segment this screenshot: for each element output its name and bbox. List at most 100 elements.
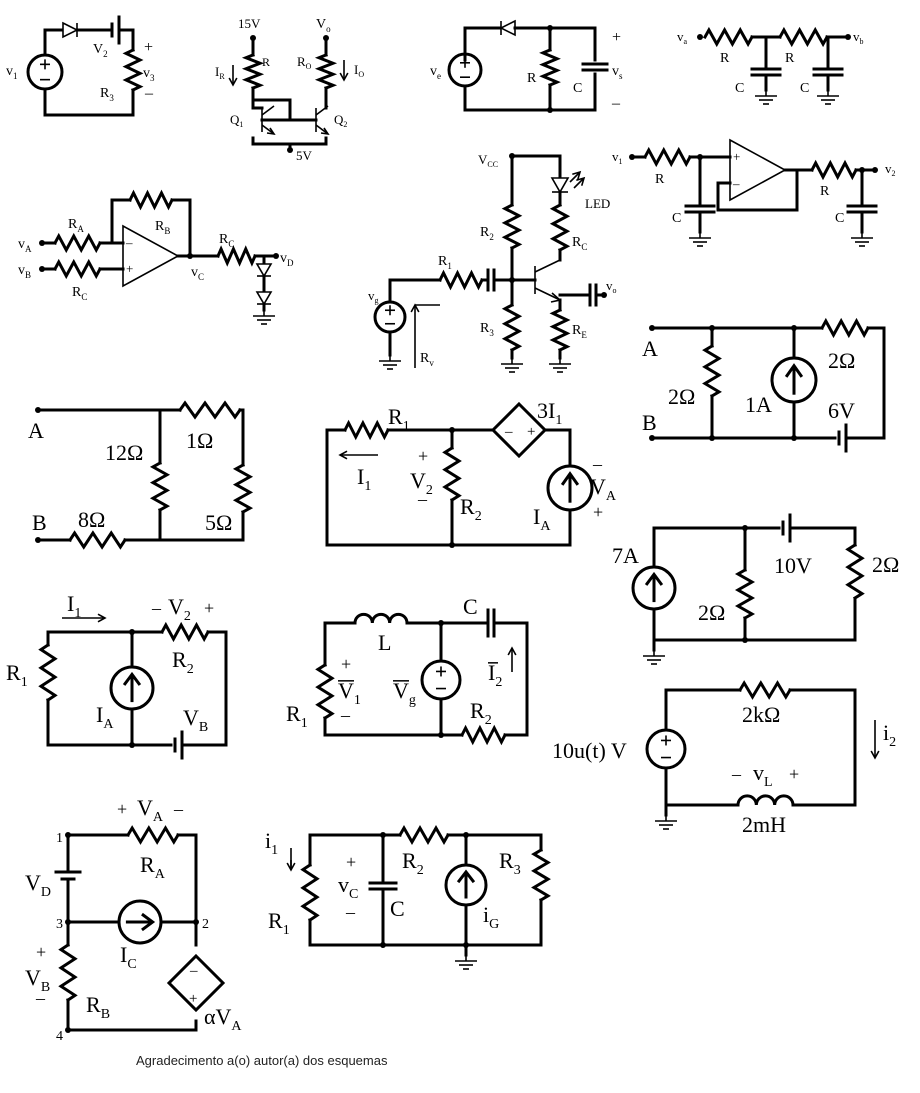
wire [170,198,192,258]
wire [325,428,572,547]
battery-6v [837,423,848,453]
label-node-2: 2 [202,917,209,932]
minus-sign: – [611,95,621,112]
current-source-ig [444,863,488,907]
label-c1: C [672,211,681,226]
source-vg [420,659,462,701]
ground-icon [851,232,873,247]
minus-sign: – [173,799,184,819]
resistor-2ohm-right [845,542,865,601]
label-vb: vB [18,263,31,280]
label-v3: v3 [143,66,155,83]
label-c2: C [800,81,809,96]
resistor-r [241,53,265,90]
label-r2: R [820,184,830,199]
label-rc: RC [572,235,587,252]
arrow-ir [228,65,238,87]
label-10v: 10V [774,553,812,578]
node-dot [697,154,703,160]
resistor-1ohm [177,400,243,420]
label-rv: Rv [420,351,434,368]
minus-sign: – [340,705,351,725]
node-dot [463,832,469,838]
label-r2: R2 [172,647,194,677]
minus-sign: – [504,424,513,440]
label-va: vA [18,237,32,254]
label-b: B [32,510,47,535]
plus-sign: + [36,942,46,962]
wire [251,98,264,110]
plus-sign: + [733,149,740,164]
wire [446,833,543,852]
node-dot [742,525,748,531]
inductor-l [353,612,409,625]
minus-sign: – [592,454,603,474]
wire [117,28,135,52]
label-r2: R [785,51,795,66]
node-dot [380,832,386,838]
label-vb: VB [183,705,208,735]
label-vo: vo [606,278,617,295]
label-v2: V2 [168,594,191,624]
minus-sign: – [345,902,356,922]
resistor-r1 [342,419,391,441]
label-r3: R3 [480,321,494,338]
label-v1: v1 [6,64,18,81]
label-source: 10u(t) V [552,738,627,763]
label-r1: R1 [388,404,410,434]
label-v1: V1 [338,678,361,708]
label-v2: V2 [410,468,433,498]
plus-sign: + [346,852,356,872]
label-r: R [262,55,270,69]
node-dot [380,942,386,948]
label-a: A [642,336,658,361]
wire [238,408,245,467]
wire [323,716,464,737]
label-va: VA [137,795,164,825]
label-ra: RA [68,217,84,234]
label-12ohm: 12Ω [105,440,143,465]
node-dot [509,277,515,283]
label-q1: Q1 [230,112,243,129]
label-rc2: RC [219,232,234,249]
resistor-rc1 [52,258,103,280]
diode-icon [499,19,516,37]
resistor-r2 [459,724,508,746]
label-2k: 2kΩ [742,702,780,727]
plus-sign: + [527,424,535,440]
led-ray [569,170,582,183]
label-ia: IA [96,702,114,732]
label-r3: R3 [100,86,114,103]
resistor-r1 [702,26,755,48]
wire [463,26,502,62]
resistor-r3 [122,48,144,92]
resistor-5ohm [232,462,254,515]
ground-icon [817,90,839,105]
label-15v: 15V [238,16,261,31]
source-v1 [26,53,64,91]
wire [388,278,442,304]
opamp [729,138,787,202]
label-2ohm: 2Ω [698,600,725,625]
arrow-rv [410,303,420,368]
label-5ohm: 5Ω [205,510,232,535]
plus-sign: + [612,29,621,46]
current-source-ic [117,899,163,945]
label-ic: IC [120,942,137,972]
resistor-2k [737,680,793,700]
label-ra: RA [140,852,166,882]
label-c: C [573,81,582,96]
resistor-r2 [501,202,523,251]
led-ray [573,176,586,189]
plus-sign: + [789,764,799,784]
label-vl: vL [753,760,773,790]
minus-sign: – [731,764,742,784]
